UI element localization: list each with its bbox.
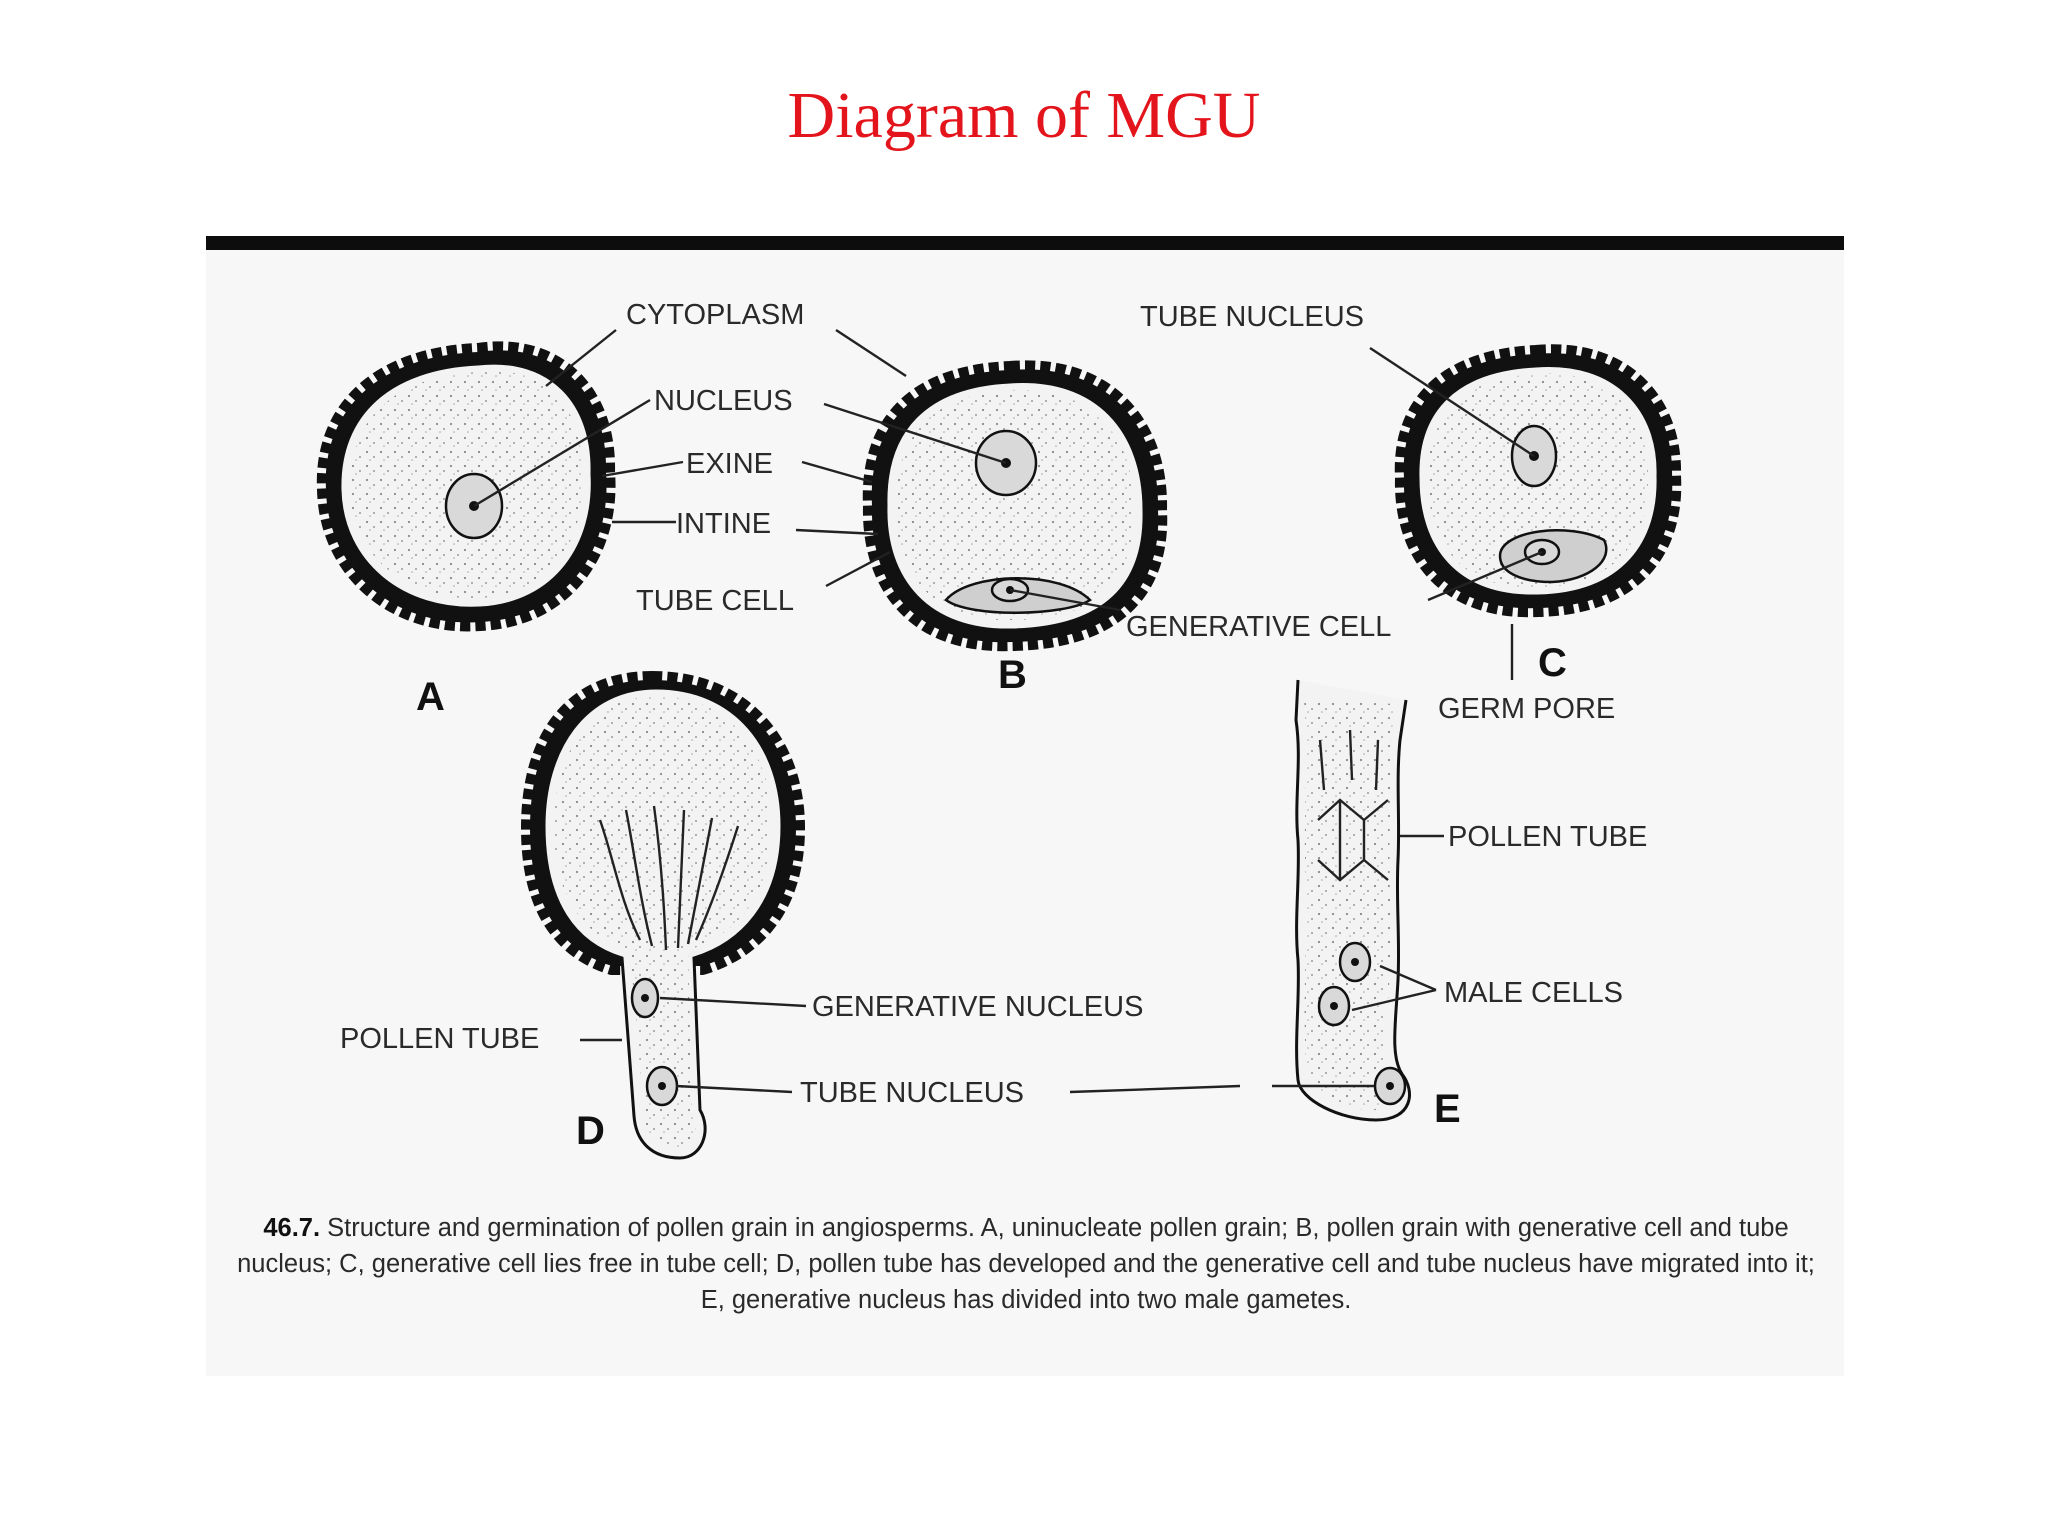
germinating-grain-d: [521, 671, 805, 1160]
label-tube-nucleus-bottom: TUBE NUCLEUS: [800, 1077, 1024, 1109]
pollen-tube-e: [1294, 679, 1411, 1122]
caption-text: Structure and germination of pollen grai…: [237, 1214, 1815, 1314]
cytoplasm-d: [554, 696, 772, 1148]
figure-caption: 46.7. Structure and germination of polle…: [226, 1210, 1826, 1318]
label-germ-pore: GERM PORE: [1438, 693, 1615, 725]
label-generative-cell: GENERATIVE CELL: [1126, 611, 1391, 643]
label-pollen-tube-e: POLLEN TUBE: [1448, 821, 1647, 853]
leader-lines: [473, 328, 1543, 1094]
label-exine: EXINE: [686, 448, 773, 480]
panel-letter-b: B: [998, 653, 1027, 697]
slide-title: Diagram of MGU: [787, 79, 1261, 152]
tube-reticulum-e: [1317, 729, 1389, 882]
label-cytoplasm: CYTOPLASM: [626, 299, 804, 331]
panel-letter-a: A: [416, 675, 445, 719]
label-tube-cell: TUBE CELL: [636, 585, 794, 617]
label-intine: INTINE: [676, 508, 771, 540]
panel-letter-e: E: [1434, 1087, 1461, 1131]
label-tube-nucleus-top: TUBE NUCLEUS: [1140, 301, 1364, 333]
label-nucleus: NUCLEUS: [654, 385, 793, 417]
panel-letter-c: C: [1538, 641, 1567, 685]
pollen-grain-a: [316, 341, 616, 632]
pollen-grain-c: [1394, 344, 1682, 618]
cytoplasm-streaks-d: [598, 805, 740, 951]
label-generative-nucleus: GENERATIVE NUCLEUS: [812, 991, 1143, 1023]
pollen-grain-b: [862, 360, 1168, 652]
top-rule: [206, 236, 1844, 250]
label-male-cells: MALE CELLS: [1444, 977, 1623, 1009]
label-pollen-tube-d: POLLEN TUBE: [340, 1023, 539, 1055]
panel-letter-d: D: [576, 1109, 605, 1153]
caption-number: 46.7.: [263, 1214, 321, 1242]
